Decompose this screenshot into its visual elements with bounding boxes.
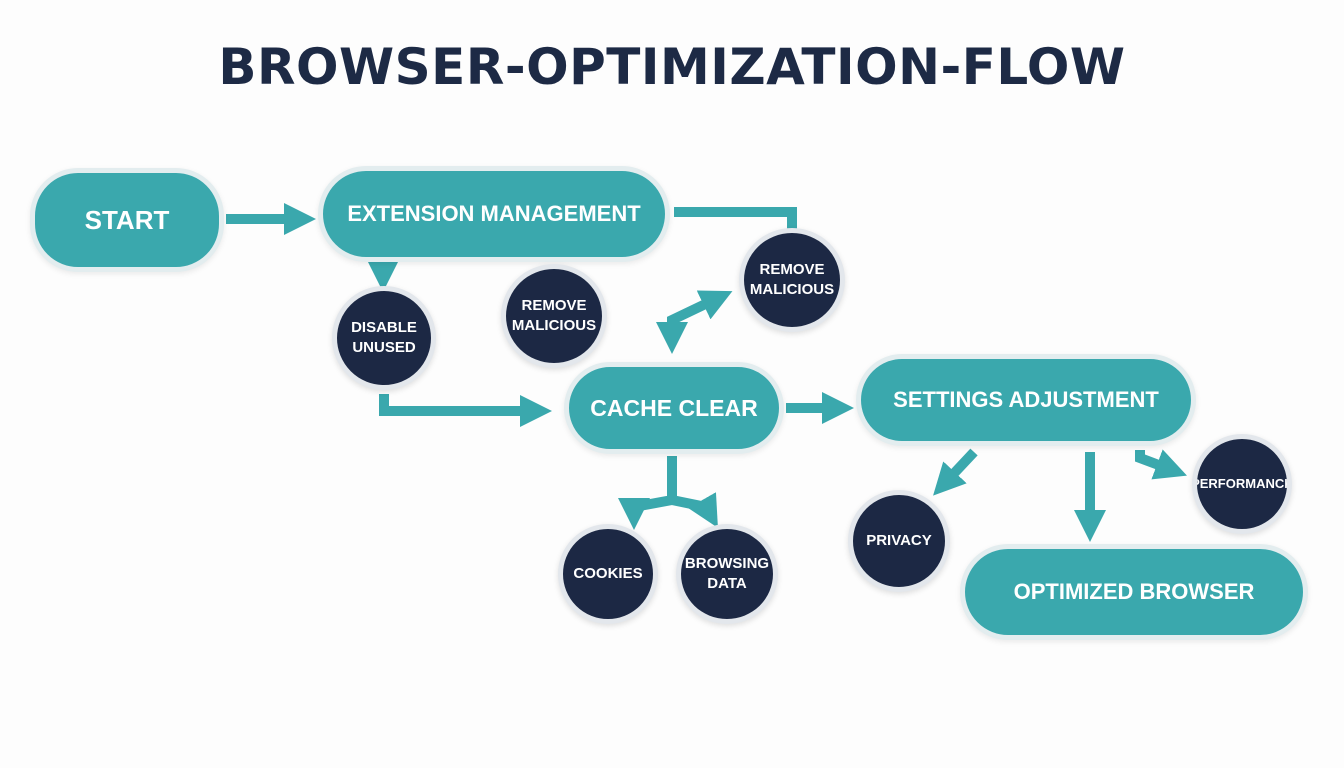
settings-adjustment-node: SETTINGS ADJUSTMENT (856, 354, 1196, 446)
cache-clear-node: CACHE CLEAR (564, 362, 784, 454)
start-label: START (84, 204, 170, 235)
performance-node: PERFORMANCE (1192, 434, 1292, 534)
diagram-title: BROWSER-OPTIMIZATION-FLOW (218, 38, 1126, 96)
cache-clear-label: CACHE CLEAR (590, 394, 758, 421)
remove-malicious-left-label: REMOVE MALICIOUS (511, 296, 597, 334)
arrow-cache-clear-to-remove-malicious-right (655, 290, 733, 355)
remove-malicious-right-node: REMOVE MALICIOUS (739, 228, 845, 332)
remove-malicious-right-label: REMOVE MALICIOUS (749, 260, 835, 298)
disable-unused-node: DISABLE UNUSED (332, 286, 436, 390)
arrow-disable-unused-to-cache-clear (379, 394, 553, 428)
privacy-node: PRIVACY (848, 490, 950, 592)
cookies-label: COOKIES (573, 564, 643, 582)
optimized-browser-label: OPTIMIZED BROWSER (1013, 579, 1255, 604)
arrow-settings-to-performance (1135, 449, 1187, 480)
arrow-settings-to-privacy (933, 448, 978, 496)
disable-unused-label: DISABLE UNUSED (351, 318, 417, 356)
privacy-label: PRIVACY (866, 531, 932, 549)
start-node: START (30, 168, 224, 272)
performance-label: PERFORMANCE (1192, 476, 1292, 492)
remove-malicious-left-node: REMOVE MALICIOUS (501, 264, 607, 368)
optimized-browser-node: OPTIMIZED BROWSER (960, 544, 1308, 640)
arrow-cache-clear-to-browsing-data (670, 492, 718, 528)
arrow-extension-to-remove-malicious-right (674, 207, 797, 230)
settings-adjustment-label: SETTINGS ADJUSTMENT (893, 387, 1159, 412)
arrow-cache-clear-to-cookies (617, 456, 677, 531)
browsing-data-label: BROWSING DATA (684, 554, 770, 592)
extension-management-node: EXTENSION MANAGEMENT (318, 166, 670, 262)
extension-management-label: EXTENSION MANAGEMENT (347, 201, 641, 226)
browsing-data-node: BROWSING DATA (676, 524, 778, 624)
cookies-node: COOKIES (558, 524, 658, 624)
